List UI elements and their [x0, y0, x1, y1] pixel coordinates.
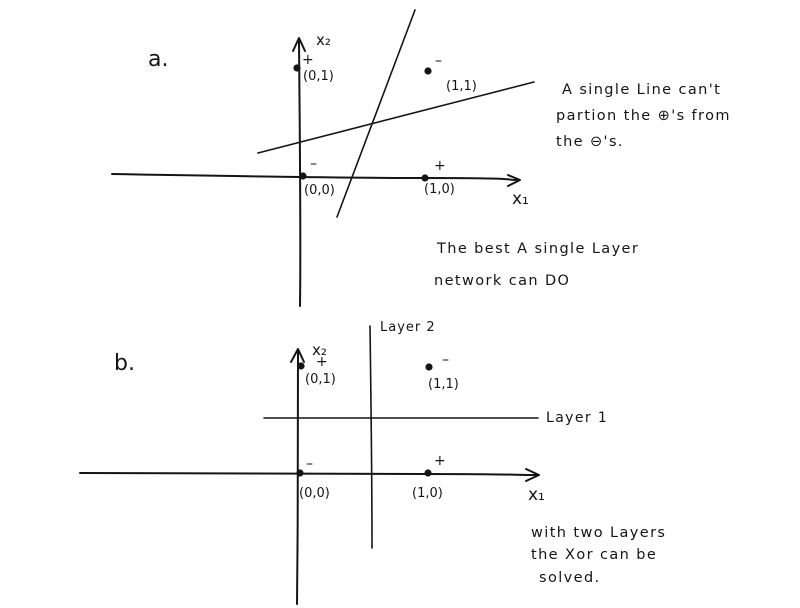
panel-a-point-00-sign: –	[310, 156, 317, 172]
panel-b-point-10-label: (1,0)	[412, 486, 443, 501]
panel-a-point-11-dot	[424, 67, 432, 75]
panel-b-point-00-label: (0,0)	[299, 486, 330, 501]
panel-b-note-line-1: with two Layers	[531, 525, 666, 541]
panel-b-point-01-sign: +	[316, 354, 328, 370]
panel-a-point-01-dot	[293, 64, 301, 72]
panel-b-note-line-2: the Xor can be	[531, 547, 657, 563]
panel-a-line-1	[257, 81, 535, 154]
panel-a-point-01-label: (0,1)	[303, 69, 334, 84]
panel-a-point-10-dot	[421, 174, 429, 182]
panel-a-y-arrow-icon	[292, 37, 306, 52]
panel-b-y-axis-label: x₂	[312, 341, 327, 359]
panel-a-line-2	[336, 9, 416, 218]
panel-b-y-axis	[296, 350, 299, 605]
panel-b-note-line-3: solved.	[539, 570, 601, 586]
panel-b-point-11-dot	[425, 363, 433, 371]
panel-b-point-00-dot	[296, 469, 304, 477]
panel-a-x-arrow-icon	[507, 174, 521, 187]
panel-a-note-line-2: partion the ⊕'s from	[556, 108, 731, 124]
panel-a-point-01-sign: +	[302, 52, 314, 68]
panel-a-note-line-1: A single Line can't	[562, 82, 721, 98]
panel-a-x-axis	[111, 173, 520, 181]
panel-b-point-01-label: (0,1)	[305, 372, 336, 387]
panel-a-note-line-3: the ⊖'s.	[556, 134, 624, 150]
panel-b-layer2-line	[369, 325, 373, 549]
panel-b-point-11-label: (1,1)	[428, 377, 459, 392]
panel-a-y-axis	[298, 39, 302, 307]
panel-b-label: b.	[114, 351, 135, 376]
panel-b-layer1-label: Layer 1	[546, 410, 608, 426]
panel-b-y-arrow-icon	[290, 348, 305, 363]
panel-a-label: a.	[148, 47, 168, 72]
panel-a: a. x₁ x₂ + (0,1) – (1,1) – (0,0) + (1,0)…	[111, 9, 731, 307]
panel-b-point-00-sign: –	[306, 456, 313, 472]
panel-a-x-axis-label: x₁	[512, 189, 529, 209]
panel-b-x-arrow-icon	[525, 468, 540, 482]
panel-b-point-10-sign: +	[434, 453, 446, 469]
panel-a-point-00-label: (0,0)	[304, 183, 335, 198]
panel-b-point-01-dot	[297, 362, 305, 370]
panel-a-point-10-label: (1,0)	[424, 182, 455, 197]
panel-a-caption-line-1: The best A single Layer	[436, 241, 639, 257]
panel-a-caption-line-2: network can DO	[434, 273, 570, 289]
panel-a-point-10-sign: +	[434, 158, 446, 174]
panel-a-point-00-dot	[299, 172, 307, 180]
panel-b-point-11-sign: –	[442, 352, 449, 368]
panel-b-x-axis	[79, 472, 539, 476]
panel-b-x-axis-label: x₁	[528, 485, 545, 505]
panel-a-y-axis-label: x₂	[316, 31, 331, 49]
panel-b-layer2-label: Layer 2	[380, 320, 436, 335]
panel-b: b. x₁ x₂ Layer 2 Layer 1 + (0,1) – (1,1)…	[79, 320, 666, 605]
panel-b-point-10-dot	[424, 469, 432, 477]
panel-a-point-11-label: (1,1)	[446, 79, 477, 94]
panel-a-point-11-sign: –	[435, 53, 442, 69]
